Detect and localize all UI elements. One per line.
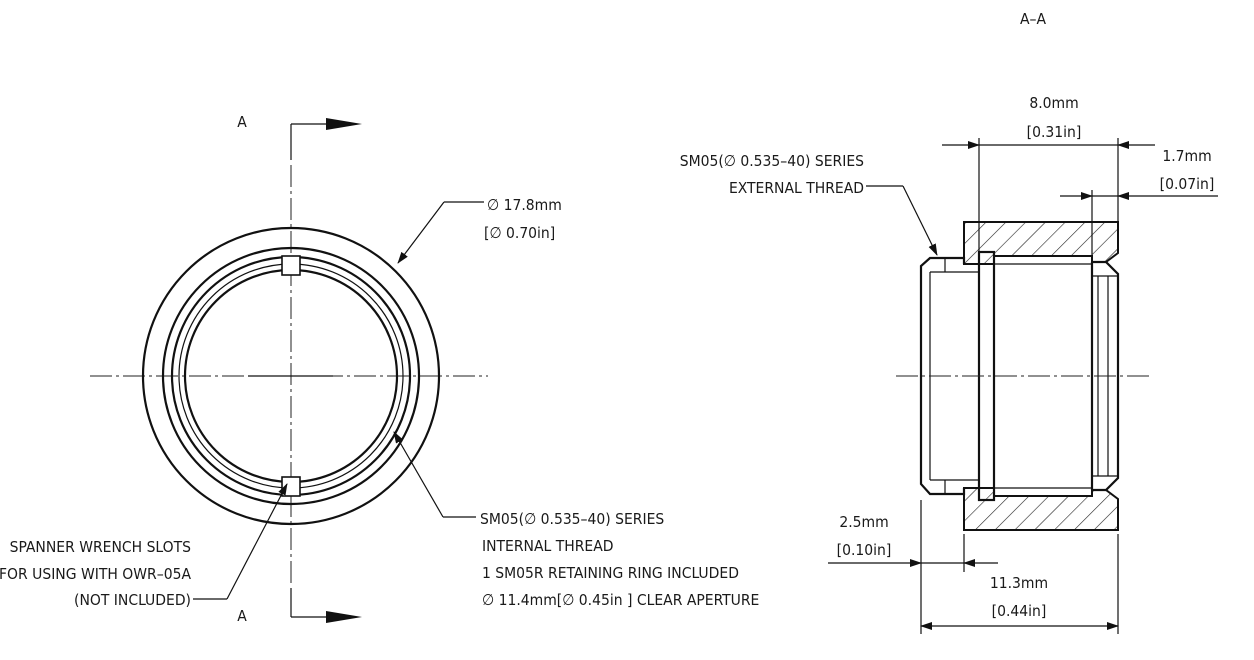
spanner-line2: FOR USING WITH OWR–05A	[0, 565, 191, 583]
outer-ring	[141, 226, 441, 526]
external-thread-line2: EXTERNAL THREAD	[729, 179, 864, 197]
internal-thread-line2: INTERNAL THREAD	[482, 537, 614, 555]
internal-thread-line1: SM05(∅ 0.535–40) SERIES	[480, 510, 664, 528]
cut-arrow-bottom	[326, 611, 362, 623]
spanner-line1: SPANNER WRENCH SLOTS	[10, 538, 192, 556]
cut-arrow-top	[326, 118, 362, 130]
section-label: A–A	[1020, 10, 1047, 28]
rear-lip	[1090, 260, 1120, 492]
section-cut-line	[290, 118, 362, 623]
step-ring	[161, 246, 421, 506]
spanner-line3: (NOT INCLUDED)	[74, 591, 191, 609]
cut-mark-top: A	[237, 113, 247, 131]
dim-8mm: 8.0mm	[1029, 94, 1078, 112]
spanner-slot-top	[281, 255, 301, 276]
section-view: SM05(∅ 0.535–40) SERIES EXTERNAL THREAD …	[680, 94, 1218, 634]
dim-11-3in: [0.44in]	[992, 602, 1047, 620]
dim-2-5mm: 2.5mm	[839, 513, 888, 531]
dim-1-7in: [0.07in]	[1160, 175, 1215, 193]
dim-2-5in: [0.10in]	[837, 541, 892, 559]
outer-diameter-in: [∅ 0.70in]	[484, 224, 555, 242]
dim-8in: [0.31in]	[1027, 123, 1082, 141]
hatched-wall-top	[963, 221, 1119, 265]
external-thread-line1: SM05(∅ 0.535–40) SERIES	[680, 152, 864, 170]
outer-diameter-mm: ∅ 17.8mm	[487, 196, 562, 214]
internal-thread-line3: 1 SM05R RETAINING RING INCLUDED	[482, 564, 739, 582]
hatched-wall-bottom	[963, 487, 1119, 531]
internal-thread-line4: ∅ 11.4mm[∅ 0.45in ] CLEAR APERTURE	[482, 591, 759, 609]
dim-1-7mm: 1.7mm	[1162, 147, 1211, 165]
spanner-slot-bottom	[281, 476, 301, 497]
dim-11-3mm: 11.3mm	[990, 574, 1048, 592]
external-thread-profile	[919, 256, 966, 496]
front-view: A A ∅ 17.8mm [∅ 0.70in] SM05(∅ 0.535–40)…	[0, 113, 759, 625]
cut-mark-bottom: A	[237, 607, 247, 625]
